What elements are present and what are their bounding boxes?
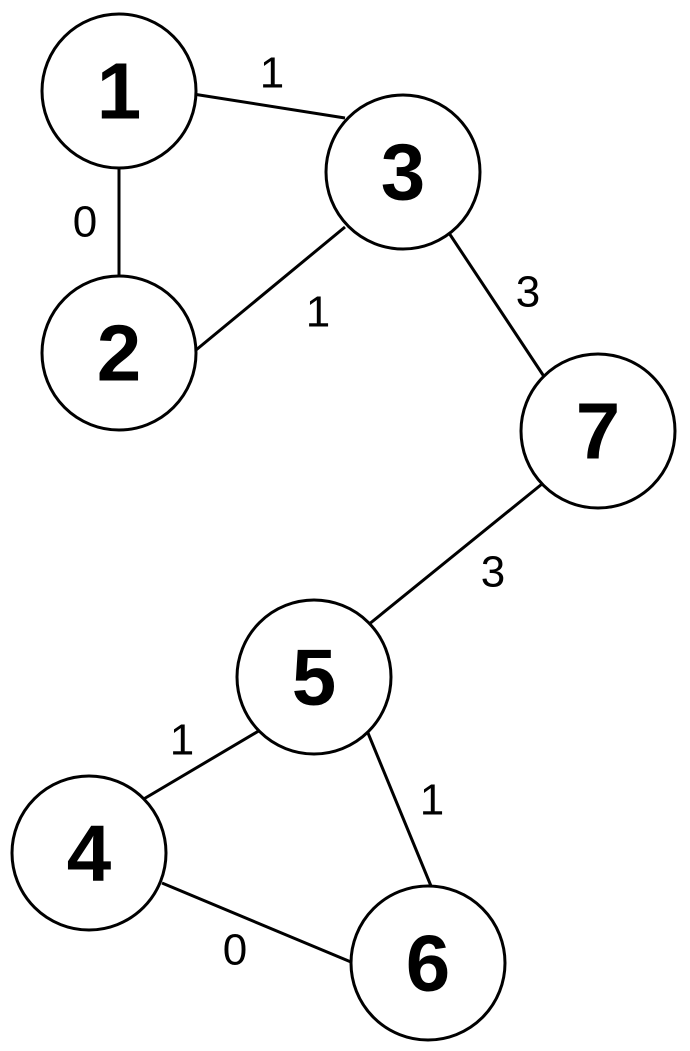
edge-weight-1-3: 1 xyxy=(260,49,284,98)
node-circle xyxy=(10,774,168,932)
edge-4-6 xyxy=(161,881,352,964)
edge-5-6 xyxy=(366,732,433,887)
edge-weight-7-5: 3 xyxy=(481,548,505,597)
node-7: 7 xyxy=(519,352,677,510)
node-circle xyxy=(40,12,198,170)
edge-labels: 1 0 1 3 3 1 1 0 xyxy=(73,49,540,975)
node-1: 1 xyxy=(40,12,198,170)
node-label: 4 xyxy=(67,809,112,898)
node-label: 2 xyxy=(97,309,142,398)
edge-weight-1-2: 0 xyxy=(73,198,97,247)
edge-1-3 xyxy=(192,92,346,120)
node-4: 4 xyxy=(10,774,168,932)
node-circle xyxy=(235,598,393,756)
edge-7-5 xyxy=(367,482,543,627)
node-6: 6 xyxy=(349,884,507,1042)
edge-2-3 xyxy=(195,225,346,352)
node-5: 5 xyxy=(235,598,393,756)
node-label: 7 xyxy=(576,387,621,476)
node-2: 2 xyxy=(40,274,198,432)
edge-weight-5-6: 1 xyxy=(420,776,444,825)
edge-weight-2-3: 1 xyxy=(306,288,330,337)
node-label: 3 xyxy=(381,128,426,217)
edge-weight-3-7: 3 xyxy=(516,268,540,317)
node-circle xyxy=(324,93,482,251)
edges xyxy=(117,92,547,964)
node-circle xyxy=(349,884,507,1042)
edge-weight-5-4: 1 xyxy=(170,716,194,765)
node-label: 1 xyxy=(97,47,142,136)
node-label: 5 xyxy=(292,633,337,722)
edge-5-4 xyxy=(141,727,263,802)
node-circle xyxy=(519,352,677,510)
node-circle xyxy=(40,274,198,432)
nodes: 1 2 3 7 5 4 6 xyxy=(10,12,677,1042)
node-label: 6 xyxy=(406,919,451,1008)
node-3: 3 xyxy=(324,93,482,251)
edge-3-7 xyxy=(443,226,547,379)
edge-weight-4-6: 0 xyxy=(223,926,247,975)
